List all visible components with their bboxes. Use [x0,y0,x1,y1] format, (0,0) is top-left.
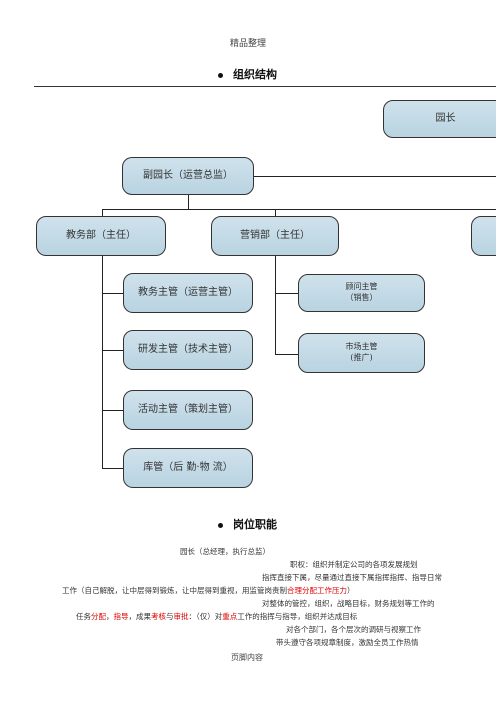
highlight-text: 合理分配工作压力 [287,586,347,595]
bullet-icon [218,522,223,528]
node-teaching-supervisor: 教务主管（运营主管） [123,273,253,313]
section-title: 岗位职能 [233,518,277,531]
connector [275,293,299,294]
duty-authority: 职权：组织并制定公司的各项发展规划 [290,560,418,569]
section-title: 组织结构 [233,68,277,81]
connector [102,256,103,469]
section-job-functions: 岗位职能 [218,516,277,532]
node-label: 顾问主管 [345,282,378,292]
text-span: 工作（自己解脱，让中层得到锻炼，让中层得到重视，用监管岗责制 [62,586,287,595]
text-span: ：（仅）对 [188,612,223,621]
connector [275,256,276,355]
node-warehouse: 库管（后 勤·物 流） [123,448,253,488]
bullet-icon [218,72,223,78]
duty-line: 带头遵守各项规章制度，激励全员工作热情 [276,638,419,647]
text-span: ） [347,586,355,595]
connector [102,293,124,294]
connector [275,354,299,355]
text-span: 任务 [76,612,91,621]
connector [275,209,276,217]
duty-line: 对整体的管控，组织，战略目标，财务规划等工作的 [262,599,435,608]
node-rd-supervisor: 研发主管（技术主管） [123,330,253,370]
duty-line: 任务分配，指导，成果考核与审批：（仅）对重点工作的指挥与指导，组织并达成目标 [76,611,357,622]
node-market-supervisor: 市场主管 (推广) [298,333,425,373]
connector [102,350,124,351]
connector [102,209,496,210]
node-label: 市场主管 [345,342,378,352]
highlight-text: 重点 [222,612,238,621]
highlight-text: 指导 [113,612,129,621]
node-director: 园长 [383,100,496,138]
highlight-text: 审批 [173,612,189,621]
duty-line: 指挥直接下属，尽量通过直接下属指挥指挥、指导日常 [262,573,442,582]
divider [34,86,496,87]
node-teaching-dept: 教务部（主任） [36,216,166,256]
connector [102,468,124,469]
highlight-text: 分配 [91,612,106,621]
connector [102,209,103,217]
text-span: ， [106,612,114,621]
node-deputy-director: 副园长（运营总监） [122,157,254,195]
duty-line: 对各个部门，各个层次的调研与视察工作 [286,625,421,634]
connector [188,195,189,210]
text-span: 与 [166,612,174,621]
duty-role: 园长（总经理，执行总监） [180,547,270,556]
section-org-structure: 组织结构 [218,66,277,82]
highlight-text: 考核 [151,612,166,621]
page-footer: 页脚内容 [231,653,263,662]
text-span: ，成果 [128,612,152,621]
node-consultant-supervisor: 顾问主管 （销售） [298,274,425,312]
node-dept-offpage [471,216,496,256]
node-sublabel: (推广) [350,353,373,362]
connector [254,176,496,177]
duty-line: 工作（自己解脱，让中层得到锻炼，让中层得到重视，用监管岗责制合理分配工作压力） [62,585,355,596]
node-activity-supervisor: 活动主管（策划主管） [123,390,253,430]
page-header: 精品整理 [229,39,266,49]
node-sublabel: （销售） [345,293,378,302]
node-marketing-dept: 营销部（主任） [211,216,339,256]
connector [102,410,124,411]
text-span: 工作的指挥与指导，组织并达成目标 [237,612,358,621]
